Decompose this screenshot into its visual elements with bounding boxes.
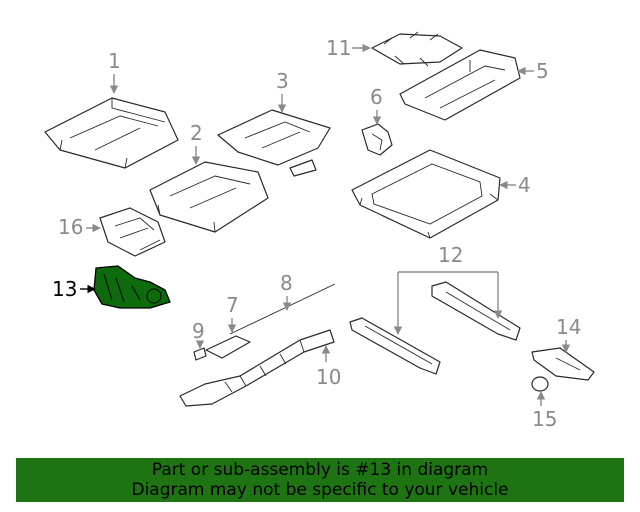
- notice-line-2: Diagram may not be specific to your vehi…: [131, 480, 509, 500]
- label-15: 15: [532, 407, 557, 431]
- part-6-clip: [361, 123, 393, 156]
- diagram-notice-banner: Part or sub-assembly is #13 in diagram D…: [16, 458, 624, 502]
- parts-diagram: 1 2 3 16 13 11 5: [44, 31, 595, 431]
- part-14-trim-cover: [531, 347, 595, 381]
- label-16: 16: [58, 215, 83, 239]
- label-10: 10: [316, 365, 341, 389]
- part-8-cable: [229, 283, 336, 335]
- part-10-harness: [179, 329, 335, 407]
- label-9: 9: [192, 319, 205, 343]
- part-4-seat-frame: [351, 149, 501, 239]
- label-4: 4: [518, 173, 531, 197]
- part-12-seat-tracks: [349, 281, 521, 375]
- label-13: 13: [52, 277, 77, 301]
- label-3: 3: [276, 69, 289, 93]
- part-1-seat-cushion-pad: [44, 97, 179, 169]
- part-7-switch: [205, 335, 251, 359]
- part-11-bracket: [371, 31, 463, 67]
- part-15-plug: [531, 376, 549, 392]
- label-14: 14: [556, 315, 581, 339]
- part-2-seat-cover: [149, 161, 269, 233]
- label-12: 12: [438, 243, 463, 267]
- part-9-clip: [193, 347, 207, 361]
- label-8: 8: [280, 271, 293, 295]
- label-5: 5: [536, 59, 549, 83]
- label-7: 7: [226, 293, 239, 317]
- part-3-heater-pad: [217, 109, 331, 177]
- part-5-seat-pan: [399, 49, 521, 121]
- label-1: 1: [108, 49, 121, 73]
- part-13-seat-adjuster-motor: [93, 265, 171, 309]
- notice-line-1: Part or sub-assembly is #13 in diagram: [151, 460, 489, 480]
- part-16-trim-panel: [99, 207, 166, 257]
- label-11: 11: [326, 36, 351, 60]
- label-6: 6: [370, 85, 383, 109]
- label-2: 2: [190, 121, 203, 145]
